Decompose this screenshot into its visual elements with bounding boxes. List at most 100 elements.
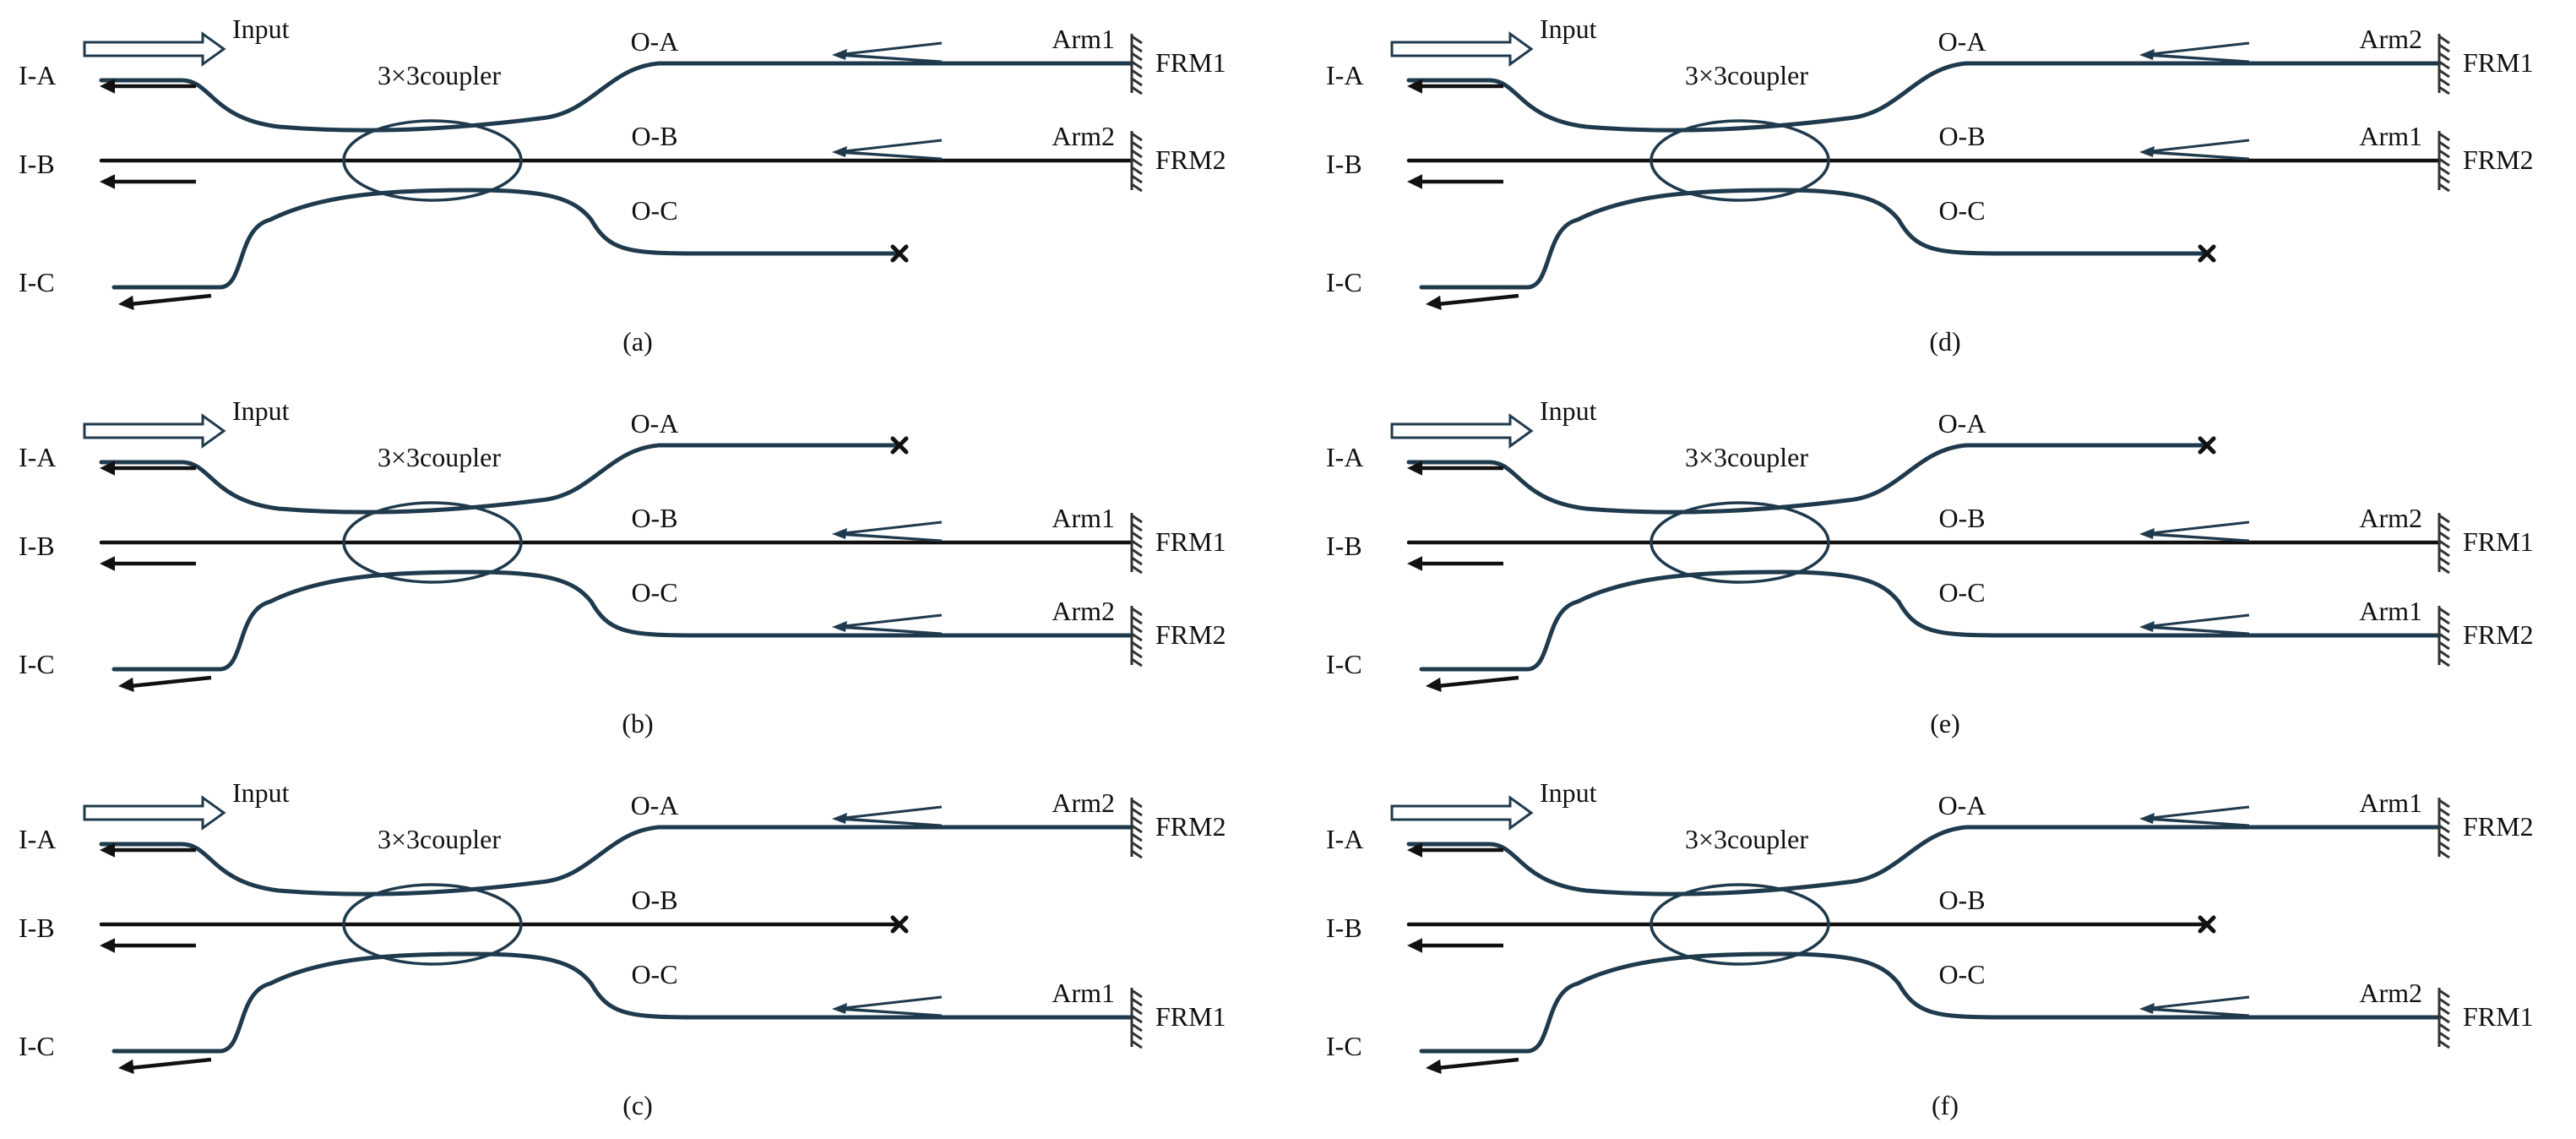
- reflection-arrow-b-icon: [835, 520, 943, 542]
- arm-label-c: Arm2: [1052, 596, 1115, 626]
- terminated-end-a-icon: [2198, 436, 2216, 455]
- reflection-arrow-b-icon: [2143, 139, 2250, 161]
- port-i-b-label: I-B: [1326, 913, 1362, 943]
- fiber-a: [1406, 825, 2442, 896]
- coupler-label: 3×3coupler: [378, 442, 501, 472]
- frm-mirror-b-icon: [2437, 513, 2450, 575]
- reflection-arrow-c-icon: [2143, 613, 2250, 635]
- fiber-c: [1419, 951, 2442, 1054]
- return-arrow-a-icon: [1407, 461, 1423, 476]
- frm-label-c: FRM1: [2463, 1001, 2534, 1032]
- port-i-c-label: I-C: [19, 267, 55, 297]
- fiber-c: [1419, 570, 2442, 672]
- frm-mirror-b-icon: [1130, 513, 1143, 575]
- panel-caption: (d): [1929, 326, 1960, 357]
- panel-b: InputI-AI-BI-C3×3couplerO-AO-BO-CArm1FRM…: [19, 395, 1226, 738]
- frm-label-b: FRM1: [1155, 526, 1226, 557]
- frm-mirror-a-icon: [2437, 798, 2450, 859]
- fiber-a: [1406, 61, 2442, 133]
- fiber-c: [111, 188, 902, 290]
- port-o-c-label: O-C: [1938, 195, 1985, 226]
- frm-mirror-c-icon: [2437, 988, 2450, 1049]
- return-arrow-b-icon: [1407, 938, 1423, 953]
- frm-label-a: FRM2: [1155, 811, 1226, 842]
- port-i-b-label: I-B: [1326, 531, 1362, 561]
- input-arrow-icon: [1390, 31, 1534, 67]
- coupler-label: 3×3coupler: [378, 60, 501, 90]
- reflection-arrow-b-icon: [2143, 520, 2250, 542]
- return-arrow-a-icon: [100, 79, 116, 94]
- return-arrow-c-icon: [118, 1059, 134, 1075]
- frm-mirror-b-icon: [1130, 131, 1143, 193]
- port-o-a-label: O-A: [1938, 790, 1986, 820]
- arm-label-b: Arm1: [1052, 503, 1115, 533]
- panel-caption: (e): [1930, 708, 1960, 738]
- terminated-end-b-icon: [890, 915, 909, 934]
- port-i-c-label: I-C: [1326, 1031, 1362, 1061]
- port-i-c-label: I-C: [19, 649, 55, 679]
- return-arrow-c-icon: [1426, 295, 1442, 311]
- frm-label-a: FRM2: [2463, 811, 2534, 842]
- port-o-b-label: O-B: [631, 503, 677, 533]
- terminated-end-c-icon: [2198, 244, 2216, 263]
- port-i-b-label: I-B: [19, 149, 55, 179]
- port-i-b-label: I-B: [19, 913, 55, 943]
- fiber-a: [99, 443, 902, 515]
- coupler-ellipse: [1649, 883, 1830, 966]
- coupler-label: 3×3coupler: [378, 824, 501, 854]
- port-i-b-label: I-B: [1326, 149, 1362, 179]
- return-arrow-c-icon: [1426, 677, 1442, 693]
- reflection-arrow-a-icon: [2143, 805, 2250, 827]
- return-arrow-c-icon: [1426, 1059, 1442, 1075]
- port-o-b-label: O-B: [1938, 503, 1985, 533]
- fiber-a: [1406, 443, 2209, 515]
- port-o-b-label: O-B: [1938, 885, 1985, 915]
- return-arrow-b-icon: [100, 556, 116, 571]
- return-arrow-b-icon: [1407, 174, 1423, 189]
- input-label: Input: [232, 14, 290, 44]
- port-o-a-label: O-A: [631, 26, 679, 57]
- return-arrow-c-icon: [118, 295, 134, 311]
- return-arrow-b-icon: [1407, 556, 1423, 571]
- port-i-a-label: I-A: [19, 824, 56, 854]
- port-o-b-label: O-B: [631, 121, 677, 151]
- reflection-arrow-a-icon: [835, 805, 943, 827]
- frm-mirror-b-icon: [2437, 131, 2450, 193]
- frm-mirror-c-icon: [1130, 988, 1143, 1049]
- port-i-a-label: I-A: [1326, 824, 1363, 854]
- port-o-a-label: O-A: [631, 790, 679, 820]
- return-arrow-c-icon: [118, 677, 134, 693]
- fiber-c: [111, 951, 1134, 1054]
- port-o-b-label: O-B: [1938, 121, 1985, 151]
- coupler-ellipse: [1649, 119, 1830, 202]
- panel-caption: (a): [622, 326, 653, 357]
- panel-e: InputI-AI-BI-C3×3couplerO-AO-BO-CArm2FRM…: [1326, 395, 2534, 738]
- frm-mirror-a-icon: [2437, 34, 2450, 95]
- arm-label-c: Arm2: [2359, 978, 2422, 1008]
- reflection-arrow-a-icon: [835, 41, 943, 63]
- arm-label-b: Arm2: [2359, 503, 2422, 533]
- coupler-label: 3×3coupler: [1685, 442, 1808, 472]
- terminated-end-a-icon: [890, 436, 909, 455]
- port-o-c-label: O-C: [631, 577, 677, 608]
- port-i-b-label: I-B: [19, 531, 55, 561]
- input-arrow-icon: [83, 31, 226, 67]
- arm-label-b: Arm2: [1052, 121, 1115, 151]
- coupler-ellipse: [1649, 501, 1830, 584]
- frm-mirror-c-icon: [2437, 606, 2450, 668]
- reflection-arrow-c-icon: [835, 995, 943, 1017]
- reflection-arrow-b-icon: [835, 139, 943, 161]
- input-label: Input: [232, 777, 290, 808]
- fiber-c: [111, 570, 1134, 672]
- coupler-label: 3×3coupler: [1685, 60, 1808, 90]
- input-label: Input: [1540, 14, 1597, 44]
- arm-label-b: Arm1: [2359, 121, 2422, 151]
- port-i-a-label: I-A: [19, 442, 56, 472]
- panel-caption: (b): [622, 708, 653, 738]
- reflection-arrow-c-icon: [835, 613, 943, 635]
- panel-c: InputI-AI-BI-C3×3couplerO-AO-BO-CArm2FRM…: [19, 777, 1226, 1120]
- frm-label-c: FRM2: [2463, 619, 2534, 650]
- port-i-c-label: I-C: [1326, 267, 1362, 297]
- return-arrow-b-icon: [100, 938, 116, 953]
